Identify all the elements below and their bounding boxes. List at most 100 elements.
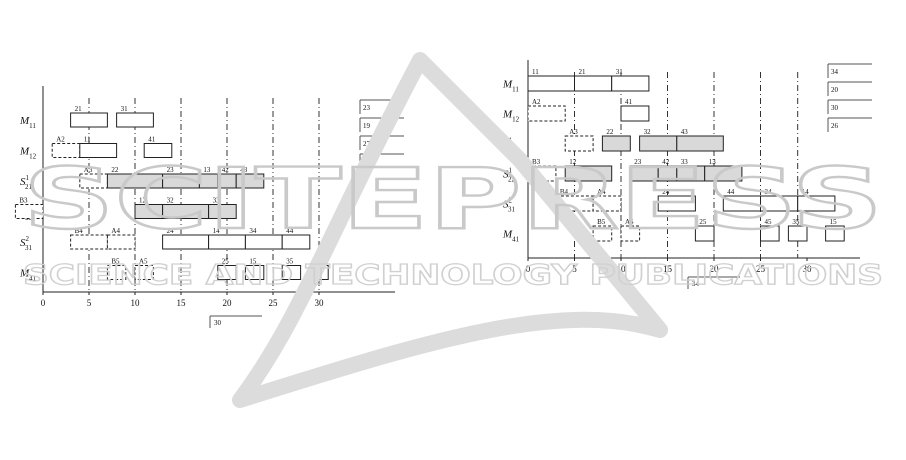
- right-task-label: 42: [662, 158, 670, 166]
- left-row-label: M11: [19, 115, 36, 130]
- right-value-entry: 34: [831, 68, 839, 76]
- left-task-label: A3: [84, 166, 93, 174]
- right-task-label: A5: [625, 218, 634, 226]
- left-task-label: 22: [111, 166, 119, 174]
- left-task-box: [134, 204, 164, 219]
- right-task-box: [574, 75, 613, 92]
- right-task-label: 34: [765, 188, 773, 196]
- left-task-label: B3: [19, 197, 28, 205]
- left-task-box: [14, 204, 44, 219]
- left-row-label: M41: [19, 268, 37, 283]
- left-x-tick-label: 25: [269, 298, 279, 308]
- left-task-label: 45: [314, 258, 322, 266]
- left-task-label: 35: [286, 258, 294, 266]
- left-gantt-chart: 051015202530M11M12S121S122S231M412131A21…: [14, 86, 404, 328]
- left-task-label: 44: [286, 227, 294, 235]
- right-task-box: [722, 195, 761, 212]
- left-task-label: 15: [249, 258, 257, 266]
- right-x-tick-label: 25: [756, 264, 766, 274]
- right-task-label: B3: [532, 158, 541, 166]
- right-bottom-value: 34: [692, 280, 700, 288]
- right-task-label: 12: [569, 158, 577, 166]
- left-task-box: [70, 234, 108, 250]
- left-task-box: [208, 204, 237, 219]
- right-value-entry: 26: [831, 122, 839, 130]
- right-task-box: [797, 195, 836, 212]
- right-task-label: A3: [569, 128, 578, 136]
- left-x-tick-label: 5: [87, 298, 92, 308]
- right-task-label: 23: [634, 158, 642, 166]
- right-row-label: M11: [502, 79, 519, 94]
- left-task-box: [162, 204, 210, 219]
- left-bottom-value: 30: [214, 319, 222, 327]
- left-task-label: 32: [167, 197, 175, 205]
- right-task-box: [760, 195, 799, 212]
- left-task-box: [244, 234, 283, 250]
- right-task-label: A2: [532, 98, 541, 106]
- right-x-tick-label: 10: [617, 264, 627, 274]
- right-task-box: [676, 165, 706, 182]
- right-task-box: [694, 225, 715, 242]
- right-task-label: 25: [699, 218, 707, 226]
- left-task-box: [309, 265, 329, 280]
- left-task-box: [143, 143, 173, 158]
- right-value-entry: 30: [831, 104, 839, 112]
- left-task-box: [70, 112, 108, 128]
- right-task-box: [620, 105, 650, 122]
- left-task-label: A5: [139, 258, 148, 266]
- right-value-entry: 20: [831, 86, 839, 94]
- left-task-label: 42: [222, 166, 230, 174]
- right-task-box: [601, 135, 631, 152]
- right-task-label: B4: [560, 188, 569, 196]
- right-x-tick-label: 20: [710, 264, 720, 274]
- right-task-box: [564, 165, 613, 182]
- right-row-label: M12: [502, 109, 520, 124]
- left-task-box: [106, 234, 136, 250]
- left-task-box: [79, 143, 118, 158]
- right-x-tick-label: 30: [803, 264, 813, 274]
- left-task-label: 11: [84, 136, 91, 144]
- right-task-label: 13: [709, 158, 717, 166]
- left-task-box: [281, 234, 311, 250]
- left-task-label: 41: [148, 136, 156, 144]
- left-x-tick-label: 15: [177, 298, 187, 308]
- left-task-box: [162, 173, 200, 189]
- left-task-label: A2: [56, 136, 65, 144]
- right-task-box: [760, 225, 780, 242]
- left-x-tick-label: 10: [131, 298, 141, 308]
- right-task-box: [564, 135, 594, 152]
- left-task-label: 24: [167, 227, 175, 235]
- left-task-box: [217, 265, 237, 280]
- right-task-box: [704, 165, 743, 182]
- left-task-label: 34: [249, 227, 257, 235]
- left-task-label: 14: [213, 227, 221, 235]
- right-task-box: [825, 225, 845, 242]
- left-value-entry: 27: [363, 140, 371, 148]
- left-task-box: [106, 173, 164, 189]
- left-task-label: 23: [167, 166, 175, 174]
- right-task-label: 31: [616, 68, 624, 76]
- left-value-entry: 23: [363, 104, 371, 112]
- left-task-label: 25: [222, 258, 230, 266]
- right-task-label: 11: [532, 68, 539, 76]
- right-task-label: 22: [606, 128, 614, 136]
- left-task-box: [116, 112, 154, 128]
- left-value-entry: 19: [363, 122, 371, 130]
- right-task-label: 14: [802, 188, 810, 196]
- left-task-label: 13: [203, 166, 211, 174]
- left-task-label: 12: [139, 197, 147, 205]
- right-task-box: [620, 225, 641, 242]
- left-task-label: 21: [75, 105, 83, 113]
- left-task-label: 43: [240, 166, 248, 174]
- left-task-label: B4: [75, 227, 84, 235]
- right-task-box: [639, 135, 678, 152]
- right-task-label: B5: [597, 218, 606, 226]
- right-task-box: [527, 105, 566, 122]
- right-task-label: 35: [792, 218, 800, 226]
- right-row-label: M41: [502, 229, 520, 244]
- right-task-box: [676, 135, 724, 152]
- left-value-entry: 30: [363, 158, 371, 166]
